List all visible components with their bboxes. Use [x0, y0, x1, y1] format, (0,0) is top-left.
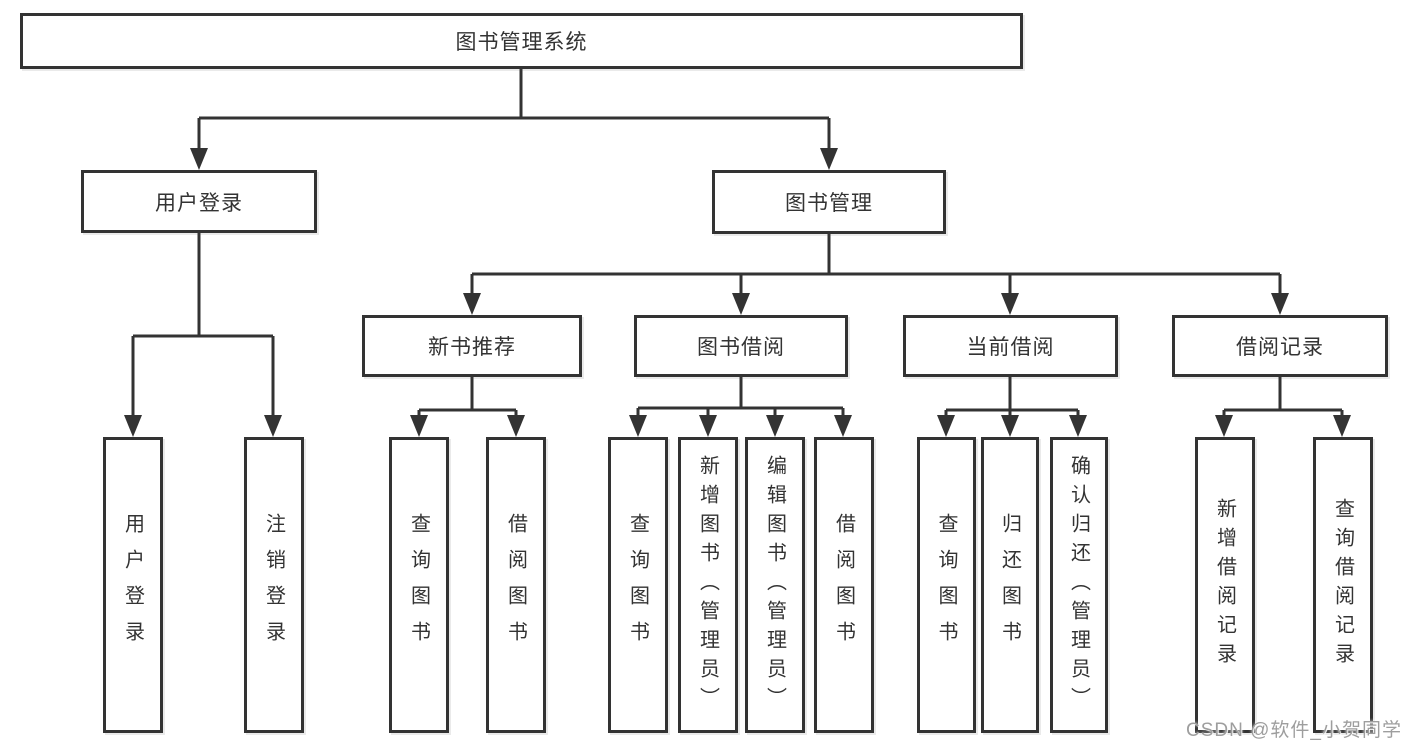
node-label: 借阅图书	[832, 513, 855, 657]
connector-book-management-to-sections	[463, 234, 1289, 315]
node-add-book-admin: 新增图书（管理员）	[678, 437, 738, 733]
node-user-login-branch: 用户登录	[81, 170, 317, 233]
connector-borrowing-records-to-leaves	[1215, 377, 1351, 437]
node-query-books-2: 查询图书	[608, 437, 668, 733]
node-label: 确认归还（管理员）	[1067, 454, 1090, 716]
node-label: 查询图书	[407, 513, 430, 657]
node-book-management-branch: 图书管理	[712, 170, 946, 234]
node-label: 编辑图书（管理员）	[763, 454, 786, 716]
node-label: 借阅图书	[504, 513, 527, 657]
node-label: 当前借阅	[966, 336, 1055, 359]
node-return-books: 归还图书	[981, 437, 1039, 733]
node-label: 查询借阅记录	[1331, 498, 1354, 672]
node-label: 新书推荐	[428, 336, 516, 359]
connector-root-to-level2	[190, 69, 838, 170]
connector-book-borrowing-to-leaves	[629, 377, 852, 437]
node-query-books-3: 查询图书	[917, 437, 976, 733]
node-user-login-leaf: 用户登录	[103, 437, 163, 733]
node-book-borrowing: 图书借阅	[634, 315, 848, 377]
node-label: 查询图书	[935, 513, 957, 657]
node-borrow-books-2: 借阅图书	[814, 437, 874, 733]
node-label: 归还图书	[998, 513, 1021, 657]
node-query-books-1: 查询图书	[389, 437, 449, 733]
node-label: 查询图书	[626, 513, 649, 657]
node-library-management-system: 图书管理系统	[20, 13, 1023, 69]
node-confirm-return-admin: 确认归还（管理员）	[1050, 437, 1108, 733]
node-edit-book-admin: 编辑图书（管理员）	[745, 437, 805, 733]
node-label: 用户登录	[121, 513, 144, 657]
node-label: 新增图书（管理员）	[696, 454, 719, 716]
node-logout-leaf: 注销登录	[244, 437, 304, 733]
node-label: 图书管理	[785, 192, 873, 215]
node-add-borrow-record: 新增借阅记录	[1195, 437, 1255, 733]
node-label: 用户登录	[155, 191, 243, 215]
connector-new-book-to-leaves	[410, 377, 525, 437]
node-current-borrowing: 当前借阅	[903, 315, 1118, 377]
node-label: 图书管理系统	[455, 31, 588, 54]
node-query-borrow-record: 查询借阅记录	[1313, 437, 1373, 733]
node-label: 注销登录	[262, 513, 285, 657]
node-label: 图书借阅	[697, 336, 785, 359]
node-new-book-recommendation: 新书推荐	[362, 315, 582, 377]
connector-current-borrowing-to-leaves	[937, 377, 1087, 437]
node-label: 新增借阅记录	[1213, 498, 1236, 672]
node-borrowing-records: 借阅记录	[1172, 315, 1388, 377]
connector-user-login-to-leaves	[124, 233, 282, 437]
watermark-text: CSDN @软件_小贺同学	[1186, 720, 1402, 741]
node-label: 借阅记录	[1236, 336, 1324, 359]
node-borrow-books-1: 借阅图书	[486, 437, 546, 733]
